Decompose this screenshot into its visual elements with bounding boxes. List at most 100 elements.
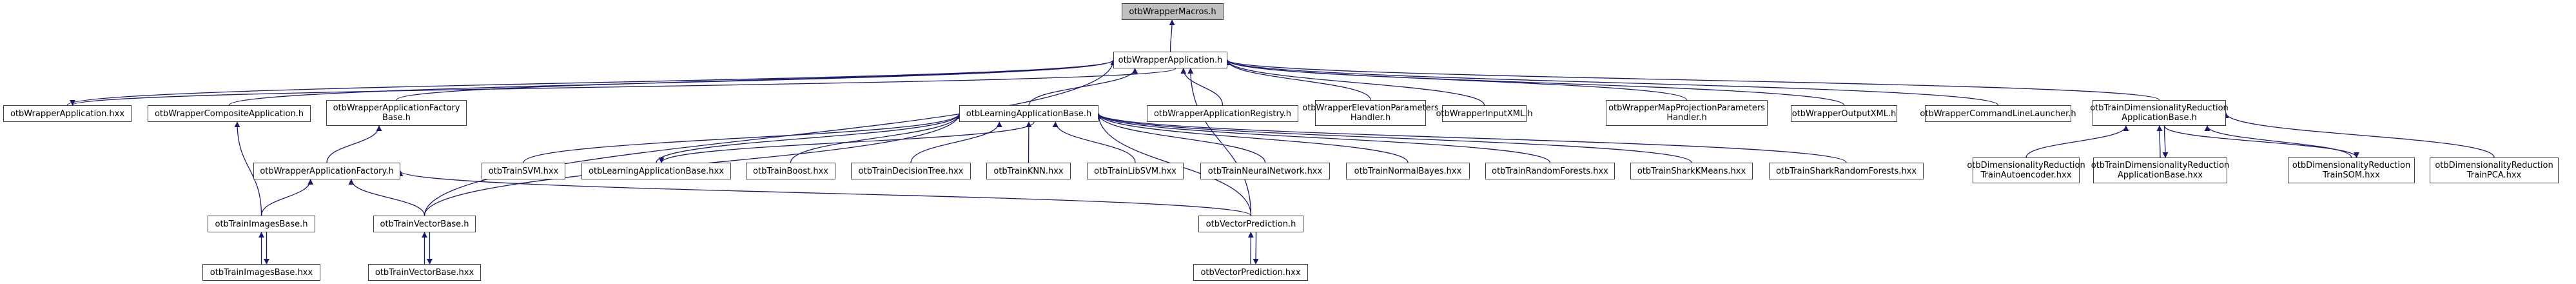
node-label: otbDimensionalityReduction	[1967, 161, 2085, 170]
node-label: Handler.h	[1350, 113, 1391, 123]
edge-app_hxx-to-app_h	[66, 59, 1117, 106]
node-otbWrapperApplicationRegistry-h[interactable]: otbWrapperApplicationRegistry.h	[1147, 105, 1298, 122]
node-label: otbWrapperApplicationRegistry.h	[1153, 108, 1292, 119]
node-otbWrapperOutputXML-h[interactable]: otbWrapperOutputXML.h	[1791, 105, 1897, 122]
edge-factory-to-factory_base	[326, 125, 382, 163]
edge-vector_h-to-app_h	[424, 59, 1117, 216]
node-otbVectorPrediction-h[interactable]: otbVectorPrediction.h	[1198, 216, 1303, 232]
edge-svm-to-learning_base	[523, 113, 962, 163]
node-otbLearningApplicationBase-h[interactable]: otbLearningApplicationBase.h	[959, 105, 1098, 122]
node-label: Handler.h	[1666, 113, 1707, 123]
node-otbTrainBoost-hxx[interactable]: otbTrainBoost.hxx	[746, 163, 835, 179]
node-label: otbWrapperOutputXML.h	[1791, 108, 1897, 119]
node-otbWrapperApplicationFactory-h[interactable]: otbWrapperApplicationFactory.h	[253, 163, 400, 179]
node-otbLearningApplicationBase-hxx[interactable]: otbLearningApplicationBase.hxx	[581, 163, 731, 179]
edge-learning_hxx-to-learning_base	[656, 113, 962, 163]
node-label: TrainAutoencoder.hxx	[1980, 170, 2072, 180]
edge-app_h-to-macros	[1169, 19, 1175, 52]
edge-dimred_base_h-to-som	[2163, 125, 2359, 158]
node-label: otbTrainDimensionalityReduction	[2091, 161, 2230, 170]
node-label: otbWrapperElevationParameters	[1302, 103, 1439, 113]
edge-cli-to-app_h	[1224, 59, 1999, 106]
node-otbTrainVectorBase-h[interactable]: otbTrainVectorBase.h	[373, 216, 476, 232]
node-label: otbTrainKNN.hxx	[993, 166, 1064, 176]
edge-som-to-dimred_base_h	[2204, 125, 2352, 158]
edge-dimred_base_h-to-app_h	[1224, 59, 2160, 101]
node-label: otbWrapperCommandLineLauncher.h	[1920, 108, 2076, 119]
node-label: ApplicationBase.hxx	[2117, 170, 2203, 180]
node-otbVectorPrediction-hxx[interactable]: otbVectorPrediction.hxx	[1193, 264, 1308, 281]
edge-images_h-to-composite	[234, 121, 262, 216]
node-label: otbLearningApplicationBase.hxx	[589, 166, 724, 176]
node-label: otbTrainSharkRandomForests.hxx	[1775, 166, 1917, 176]
node-label: TrainSOM.hxx	[2323, 170, 2380, 180]
edge-elevation-to-app_h	[1224, 59, 1371, 101]
edge-vecpred_h-to-factory	[397, 170, 1252, 216]
node-otbWrapperCommandLineLauncher-h[interactable]: otbWrapperCommandLineLauncher.h	[1920, 105, 2076, 122]
edge-autoenc-to-dimred_base_h	[2025, 125, 2129, 158]
node-label: otbWrapperMacros.h	[1129, 6, 1216, 17]
node-otbWrapperApplication-h[interactable]: otbWrapperApplication.h	[1113, 52, 1227, 68]
edge-input_xml-to-app_h	[1224, 59, 1485, 106]
edge-dtree-to-learning_base	[910, 121, 1002, 163]
node-otbTrainLibSVM-hxx[interactable]: otbTrainLibSVM.hxx	[1087, 163, 1184, 179]
node-label: Base.h	[382, 113, 411, 123]
edge-nn-to-learning_base	[1095, 113, 1266, 163]
node-label: otbWrapperApplicationFactory.h	[260, 166, 394, 176]
node-label: otbTrainLibSVM.hxx	[1094, 166, 1176, 176]
node-otbTrainDecisionTree-hxx[interactable]: otbTrainDecisionTree.hxx	[851, 163, 971, 179]
node-label: otbWrapperApplicationFactory	[333, 103, 460, 113]
node-otbWrapperCompositeApplication-h[interactable]: otbWrapperCompositeApplication.h	[148, 105, 311, 122]
edge-factory_base-to-app_h	[396, 59, 1117, 101]
node-label: otbTrainRandomForests.hxx	[1492, 166, 1608, 176]
node-label: otbTrainBoost.hxx	[753, 166, 828, 176]
node-label: otbWrapperMapProjectionParameters	[1608, 103, 1765, 113]
node-label: otbTrainImagesBase.h	[215, 219, 308, 229]
node-label: ApplicationBase.h	[2122, 113, 2197, 123]
node-otbWrapperInputXML-h[interactable]: otbWrapperInputXML.h	[1436, 105, 1533, 122]
edge-shark_km-to-learning_base	[1095, 113, 1692, 163]
node-otbTrainKNN-hxx[interactable]: otbTrainKNN.hxx	[986, 163, 1071, 179]
node-label: otbTrainNormalBayes.hxx	[1354, 166, 1462, 176]
node-label: TrainPCA.hxx	[2466, 170, 2522, 180]
edge-pca-to-dimred_base_h	[2223, 112, 2495, 158]
node-label: otbWrapperApplication.h	[1118, 55, 1223, 65]
node-label: otbWrapperApplication.hxx	[10, 108, 125, 119]
edge-boost-to-learning_base	[790, 113, 962, 163]
node-otbTrainImagesBase-hxx[interactable]: otbTrainImagesBase.hxx	[202, 264, 320, 281]
node-label: otbTrainDimensionalityReduction	[2090, 103, 2229, 113]
node-otbTrainSharkRandomForests-hxx[interactable]: otbTrainSharkRandomForests.hxx	[1769, 163, 1924, 179]
node-label: otbTrainVectorBase.hxx	[375, 267, 474, 278]
node-label: otbTrainNeuralNetwork.hxx	[1207, 166, 1323, 176]
node-label: otbTrainImagesBase.hxx	[210, 267, 313, 278]
node-label: otbVectorPrediction.hxx	[1200, 267, 1301, 278]
node-label: otbTrainSVM.hxx	[488, 166, 559, 176]
node-otbTrainSharkKMeans-hxx[interactable]: otbTrainSharkKMeans.hxx	[1630, 163, 1753, 179]
node-label: otbWrapperInputXML.h	[1436, 108, 1533, 119]
node-label: otbDimensionalityReduction	[2292, 161, 2411, 170]
edge-bayes-to-learning_base	[1095, 113, 1409, 163]
node-otbTrainImagesBase-h[interactable]: otbTrainImagesBase.h	[208, 216, 315, 232]
node-label: otbLearningApplicationBase.h	[966, 108, 1092, 119]
edge-vector_h-to-factory	[348, 179, 425, 216]
edge-output_xml-to-app_h	[1224, 59, 1845, 106]
edge-libsvm-to-learning_base	[1052, 121, 1136, 163]
node-otbTrainNormalBayes-hxx[interactable]: otbTrainNormalBayes.hxx	[1346, 163, 1470, 179]
node-otbTrainVectorBase-hxx[interactable]: otbTrainVectorBase.hxx	[368, 264, 481, 281]
node-otbTrainNeuralNetwork-hxx[interactable]: otbTrainNeuralNetwork.hxx	[1200, 163, 1330, 179]
node-otbTrainSVM-hxx[interactable]: otbTrainSVM.hxx	[482, 163, 565, 179]
node-otbTrainRandomForests-hxx[interactable]: otbTrainRandomForests.hxx	[1485, 163, 1615, 179]
edge-dimred_base_h-to-dimred_base_hxx	[2162, 125, 2169, 158]
node-otbWrapperApplication-hxx[interactable]: otbWrapperApplication.hxx	[3, 105, 132, 122]
node-label: otbTrainSharkKMeans.hxx	[1637, 166, 1746, 176]
edge-rf-to-learning_base	[1095, 113, 1551, 163]
